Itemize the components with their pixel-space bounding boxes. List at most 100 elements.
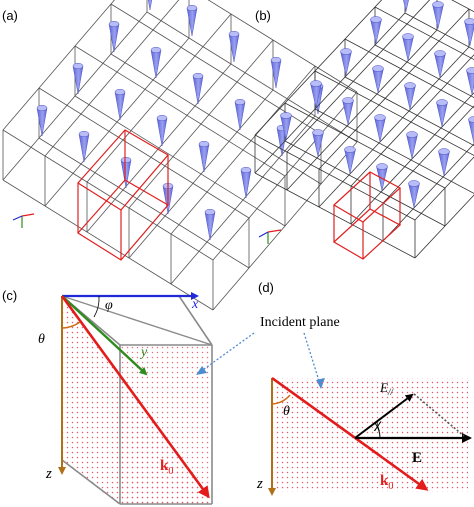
panel-b-grid-line xyxy=(254,172,416,259)
panel-b-label: (b) xyxy=(255,8,271,23)
panel-b-cone xyxy=(406,131,418,159)
panel-b-cone xyxy=(404,82,416,110)
panel-a-cone xyxy=(156,115,168,147)
panel-a-grid-line xyxy=(38,87,250,219)
panel-b-cone xyxy=(374,114,386,142)
panel-c-z-label: z xyxy=(45,466,52,482)
panel-d-E-label: E xyxy=(412,450,422,466)
incident-plane-leader-right xyxy=(303,332,321,385)
panel-b-lattice xyxy=(254,0,474,259)
panel-a-cone xyxy=(147,0,153,11)
panel-a-unit-cell xyxy=(77,129,169,261)
panel-b-grid-line xyxy=(350,54,474,187)
panel-b-cone xyxy=(370,16,382,44)
panel-c-theta-label: θ xyxy=(38,332,45,347)
panel-a-cone xyxy=(186,5,198,37)
panel-a-grid-line xyxy=(74,95,286,227)
panel-b-cone xyxy=(436,99,448,127)
panel-c-k-symbol: k xyxy=(160,458,169,474)
panel-b-grid-line xyxy=(254,12,406,174)
panel-b-cone xyxy=(342,97,354,125)
panel-a-cone xyxy=(108,21,120,53)
panel-a-grid-line xyxy=(146,11,358,143)
panel-a-label: (a) xyxy=(2,8,18,23)
panel-d-k0-label: k0 xyxy=(380,473,393,492)
panel-a-grid-line xyxy=(2,179,214,311)
panel-a-cone xyxy=(234,99,246,131)
panel-a-cones xyxy=(36,0,324,241)
panel-b-grid-line xyxy=(284,102,446,189)
panel-a-grid-line xyxy=(38,137,250,269)
panel-b-grid-line xyxy=(284,140,446,227)
panel-b-cone xyxy=(310,80,322,108)
panel-c-projection-line xyxy=(61,295,213,346)
panel-a-cone xyxy=(192,73,204,105)
panel-b-grid-line xyxy=(382,105,474,204)
panel-a-cone xyxy=(240,167,252,199)
panel-b-grid-line xyxy=(350,92,474,225)
panel-a-cone xyxy=(150,47,162,79)
panel-b-cone xyxy=(438,148,450,176)
panel-a: (a) xyxy=(2,0,358,311)
panel-d-theta-arc xyxy=(271,394,291,405)
panel-d-theta-label: θ xyxy=(283,404,290,419)
panel-c-k0-vector xyxy=(60,295,210,499)
panel-b-cone xyxy=(434,50,446,78)
panel-b-grid-line xyxy=(414,156,474,221)
panel-b-grid-line xyxy=(286,29,438,191)
panel-b-grid-line xyxy=(344,38,474,108)
panel-c: (c) x y z φ θ k0 xyxy=(2,288,213,506)
panel-a-cone xyxy=(270,57,282,89)
panel-d-Epar-subscript: // xyxy=(387,387,395,397)
incident-plane-leader-left-head xyxy=(196,366,207,375)
panel-d-k0-vector xyxy=(271,376,429,491)
panel-a-cone xyxy=(36,105,48,137)
panel-d-z-label: z xyxy=(256,476,263,492)
panel-a-grid-line xyxy=(110,53,322,185)
panel-b-grid-line xyxy=(314,108,474,194)
panel-b: (b) xyxy=(254,0,474,260)
panel-b-grid-line xyxy=(318,46,470,208)
panel-c-x-label: x xyxy=(191,297,199,312)
panel-a-cone xyxy=(198,141,210,173)
panel-b-cone xyxy=(403,0,409,12)
panel-c-k-subscript: 0 xyxy=(168,466,173,477)
panel-b-cone xyxy=(464,18,474,46)
panel-b-grid-line xyxy=(374,6,474,61)
panel-b-cone xyxy=(432,1,444,29)
panel-c-phi-arc xyxy=(93,295,100,318)
panel-d-projection-dotted xyxy=(413,393,465,437)
panel-c-theta-arc xyxy=(61,321,81,329)
panel-b-grid-line xyxy=(404,12,474,51)
panel-b-triad xyxy=(258,229,282,244)
panel-d-k-symbol: k xyxy=(380,473,389,489)
panel-b-cone xyxy=(340,48,352,76)
panel-a-grid-line xyxy=(74,45,286,177)
panel-a-cone xyxy=(228,31,240,63)
panel-b-grid-line xyxy=(382,143,474,242)
panel-b-grid-line xyxy=(374,44,474,99)
panel-c-k0-label: k0 xyxy=(160,458,173,477)
panel-b-grid-line xyxy=(254,134,416,221)
panel-a-cone xyxy=(120,157,132,189)
panel-b-cone xyxy=(280,112,292,140)
panel-a-grid-line xyxy=(207,0,358,93)
panel-b-cone xyxy=(466,67,474,95)
panel-b-grid-line xyxy=(314,70,474,156)
panel-b-grid-line xyxy=(318,8,470,170)
incident-plane-caption: Incident plane xyxy=(260,315,340,330)
panel-b-grid-line xyxy=(344,76,474,146)
panel-a-cone xyxy=(204,209,216,241)
panel-b-cone xyxy=(468,116,474,144)
panel-c-y-label: y xyxy=(139,345,148,360)
panel-b-cone xyxy=(372,65,384,93)
panel-b-grid-line xyxy=(254,0,383,136)
panel-c-phi-label: φ xyxy=(105,298,113,313)
panel-d-k-subscript: 0 xyxy=(388,481,393,492)
panel-a-cone xyxy=(72,63,84,95)
panel-a-triad xyxy=(12,213,35,228)
panel-a-grid-line xyxy=(2,129,214,261)
panel-d-chi-label: χ xyxy=(373,417,382,432)
panel-b-grid-line xyxy=(286,0,431,153)
